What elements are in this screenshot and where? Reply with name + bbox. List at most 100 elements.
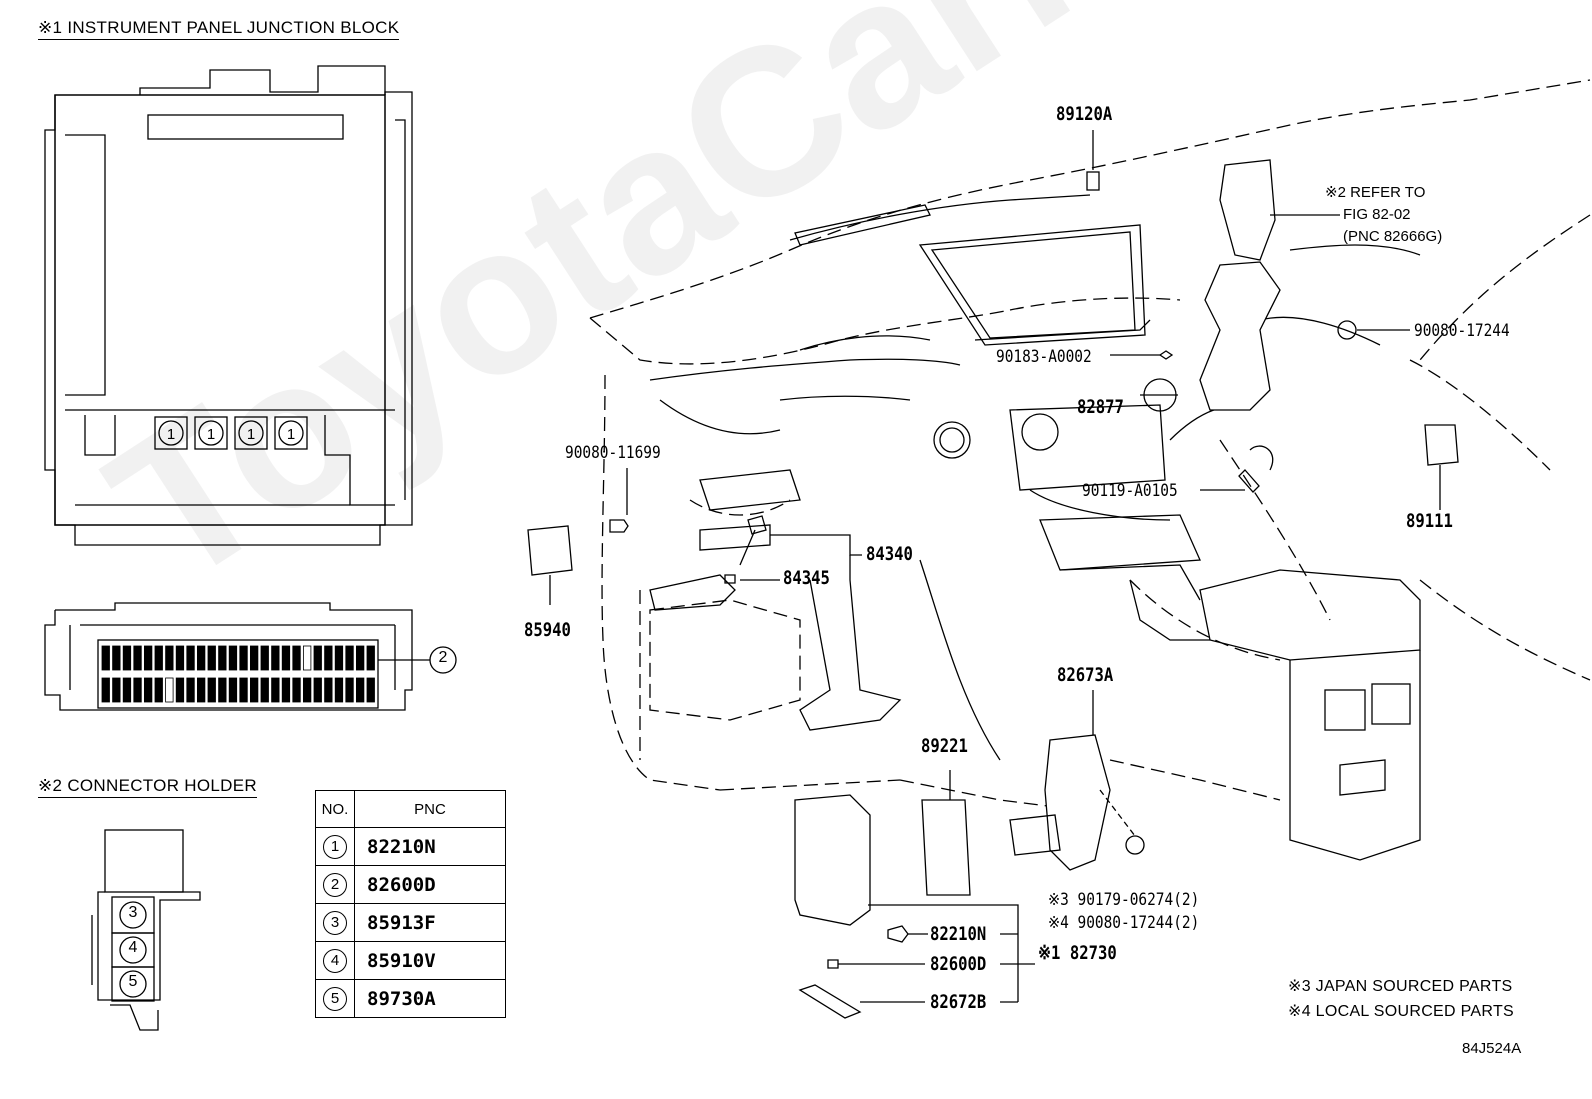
junction-block-side-view [44,602,457,711]
part-85940[interactable]: 85940 [524,619,571,641]
connector-pin [239,645,248,671]
connector-pin [133,645,142,671]
part-82672B[interactable]: 82672B [930,991,987,1013]
row-pnc[interactable]: 85913F [354,903,506,942]
part-89221[interactable]: 89221 [921,735,968,757]
part-90183-A0002[interactable]: 90183-A0002 [996,347,1092,367]
connector-pin [218,677,227,703]
slot-marker-number: 1 [167,426,175,443]
dashboard-outline [589,79,1591,811]
table-row: 2 82600D [315,865,506,904]
table-row: 5 89730A [315,979,506,1018]
part-90119-A0105[interactable]: 90119-A0105 [1082,481,1178,501]
connector-pin [271,645,280,671]
connector-pin [366,677,375,703]
part-90080-11699[interactable]: 90080-11699 [565,443,661,463]
part-89111[interactable]: 89111 [1406,510,1453,532]
connector-pin [249,677,259,703]
slot-marker-circle [198,420,224,446]
connector-pin [355,677,365,703]
connector-pin [260,645,269,671]
connector-pin [207,677,216,703]
table-header-pnc: PNC [354,790,506,828]
part-82673A[interactable]: 82673A [1057,664,1114,686]
connector-pin [122,677,132,703]
part-84345[interactable]: 84345 [783,567,830,589]
refer-note-line2: FIG 82-02 [1343,206,1411,223]
connector-pin [334,677,344,703]
table-row: 3 85913F [315,903,506,942]
connector-pin [112,645,121,671]
row-pnc[interactable]: 89730A [354,979,506,1018]
connector-pin [292,677,301,703]
connector-pin [239,677,248,703]
table-row: 1 82210N [315,827,506,866]
holder-slot-4: 4 [128,939,138,956]
figure-code: 84J524A [1462,1040,1522,1057]
holder-slot-3: 3 [128,904,138,921]
connector-pin [196,677,206,703]
connector-pin [313,677,322,703]
connector-pin [196,645,206,671]
part-82877[interactable]: 82877 [1077,396,1124,418]
connector-pin [175,677,185,703]
connector-pin [175,645,185,671]
connector-pin [143,677,153,703]
connector-pin [122,645,132,671]
part-84340[interactable]: 84340 [866,543,913,565]
row-pnc[interactable]: 85910V [354,941,506,980]
row-pnc[interactable]: 82210N [354,827,506,866]
parts-drawings [527,130,1459,1019]
connector-pin [324,645,333,671]
connector-pin [281,645,291,671]
connector-pin [186,645,195,671]
holder-slot-5: 5 [128,973,138,990]
part-82210N[interactable]: 82210N [930,923,987,945]
connector-pin [302,645,312,671]
slot-marker-circle [158,420,184,446]
note-local-sourced: ※4 LOCAL SOURCED PARTS [1288,1003,1514,1020]
refer-note-line1: ※2 REFER TO [1325,184,1426,201]
part-90080-17244[interactable]: 90080-17244 [1414,321,1510,341]
connector-pin [143,645,153,671]
part-82730[interactable]: ※1 82730 [1038,942,1117,964]
connector-pin [345,677,354,703]
part-90179-06274[interactable]: ※3 90179-06274(2) [1048,890,1200,910]
connector-pin [228,677,238,703]
table-row: 4 85910V [315,941,506,980]
slot-marker-number: 1 [287,426,295,443]
part-90080-17244-local[interactable]: ※4 90080-17244(2) [1048,913,1200,933]
connector-marker: 2 [438,649,448,666]
connector-pin [101,645,110,671]
connector-pin [154,677,163,703]
connector-pin [165,677,174,703]
row-number: 3 [323,910,347,935]
connector-pin [281,677,291,703]
connector-pin [366,645,375,671]
connector-pin [228,645,238,671]
slot-marker-number: 1 [207,426,215,443]
connector-holder-title: ※2 CONNECTOR HOLDER [38,776,257,798]
table-header-row: NO. PNC [315,790,506,828]
pnc-table: NO. PNC 1 82210N 2 82600D 3 85913F 4 859… [315,790,506,1018]
refer-note-line3: (PNC 82666G) [1343,228,1443,245]
row-number: 4 [323,948,347,973]
connector-pin [324,677,333,703]
connector-pin [249,645,259,671]
connector-pin [271,677,280,703]
connector-pin [313,645,322,671]
part-89120A[interactable]: 89120A [1056,103,1113,125]
connector-pin [292,645,301,671]
junction-block-title: ※1 INSTRUMENT PANEL JUNCTION BLOCK [38,18,400,40]
connector-pin [345,645,354,671]
row-pnc[interactable]: 82600D [354,865,506,904]
part-82600D[interactable]: 82600D [930,953,987,975]
connector-pin [165,645,174,671]
connector-pin [112,677,121,703]
table-header-no: NO. [315,790,355,828]
row-number: 2 [323,872,347,897]
connector-pin [218,645,227,671]
connector-pin [302,677,312,703]
connector-pin [334,645,344,671]
